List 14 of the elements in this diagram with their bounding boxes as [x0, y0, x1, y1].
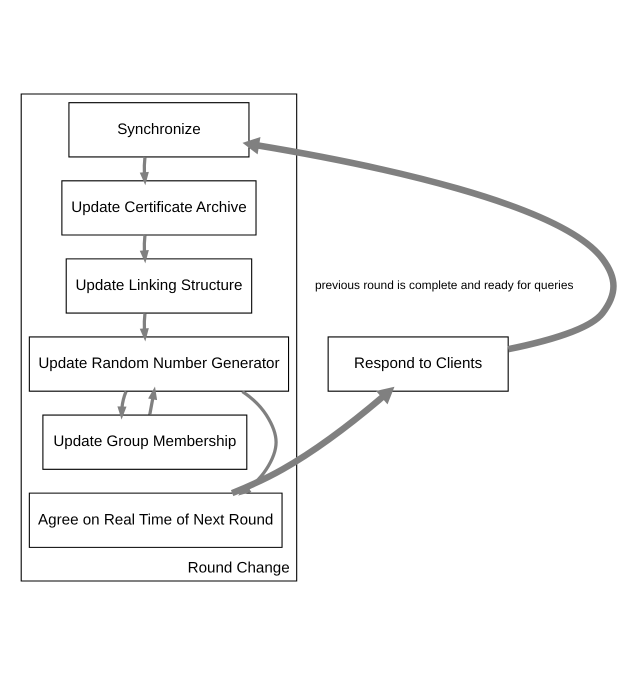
- arrow: [117, 390, 128, 420]
- arrow: [148, 386, 158, 415]
- node-box: Update Group Membership: [42, 414, 248, 470]
- node-box: Agree on Real Time of Next Round: [28, 492, 283, 548]
- arrow: [242, 136, 617, 352]
- arrow: [140, 234, 149, 264]
- node-box: Update Linking Structure: [66, 258, 252, 314]
- node-box: Synchronize: [68, 102, 250, 158]
- label: previous round is complete and ready for queries: [314, 278, 574, 292]
- arrow: [140, 313, 149, 342]
- node-box: Respond to Clients: [328, 336, 509, 392]
- node-box: Update Random Number Generator: [28, 336, 290, 392]
- node-box: Update Certificate Archive: [61, 180, 257, 236]
- arrow: [140, 156, 149, 186]
